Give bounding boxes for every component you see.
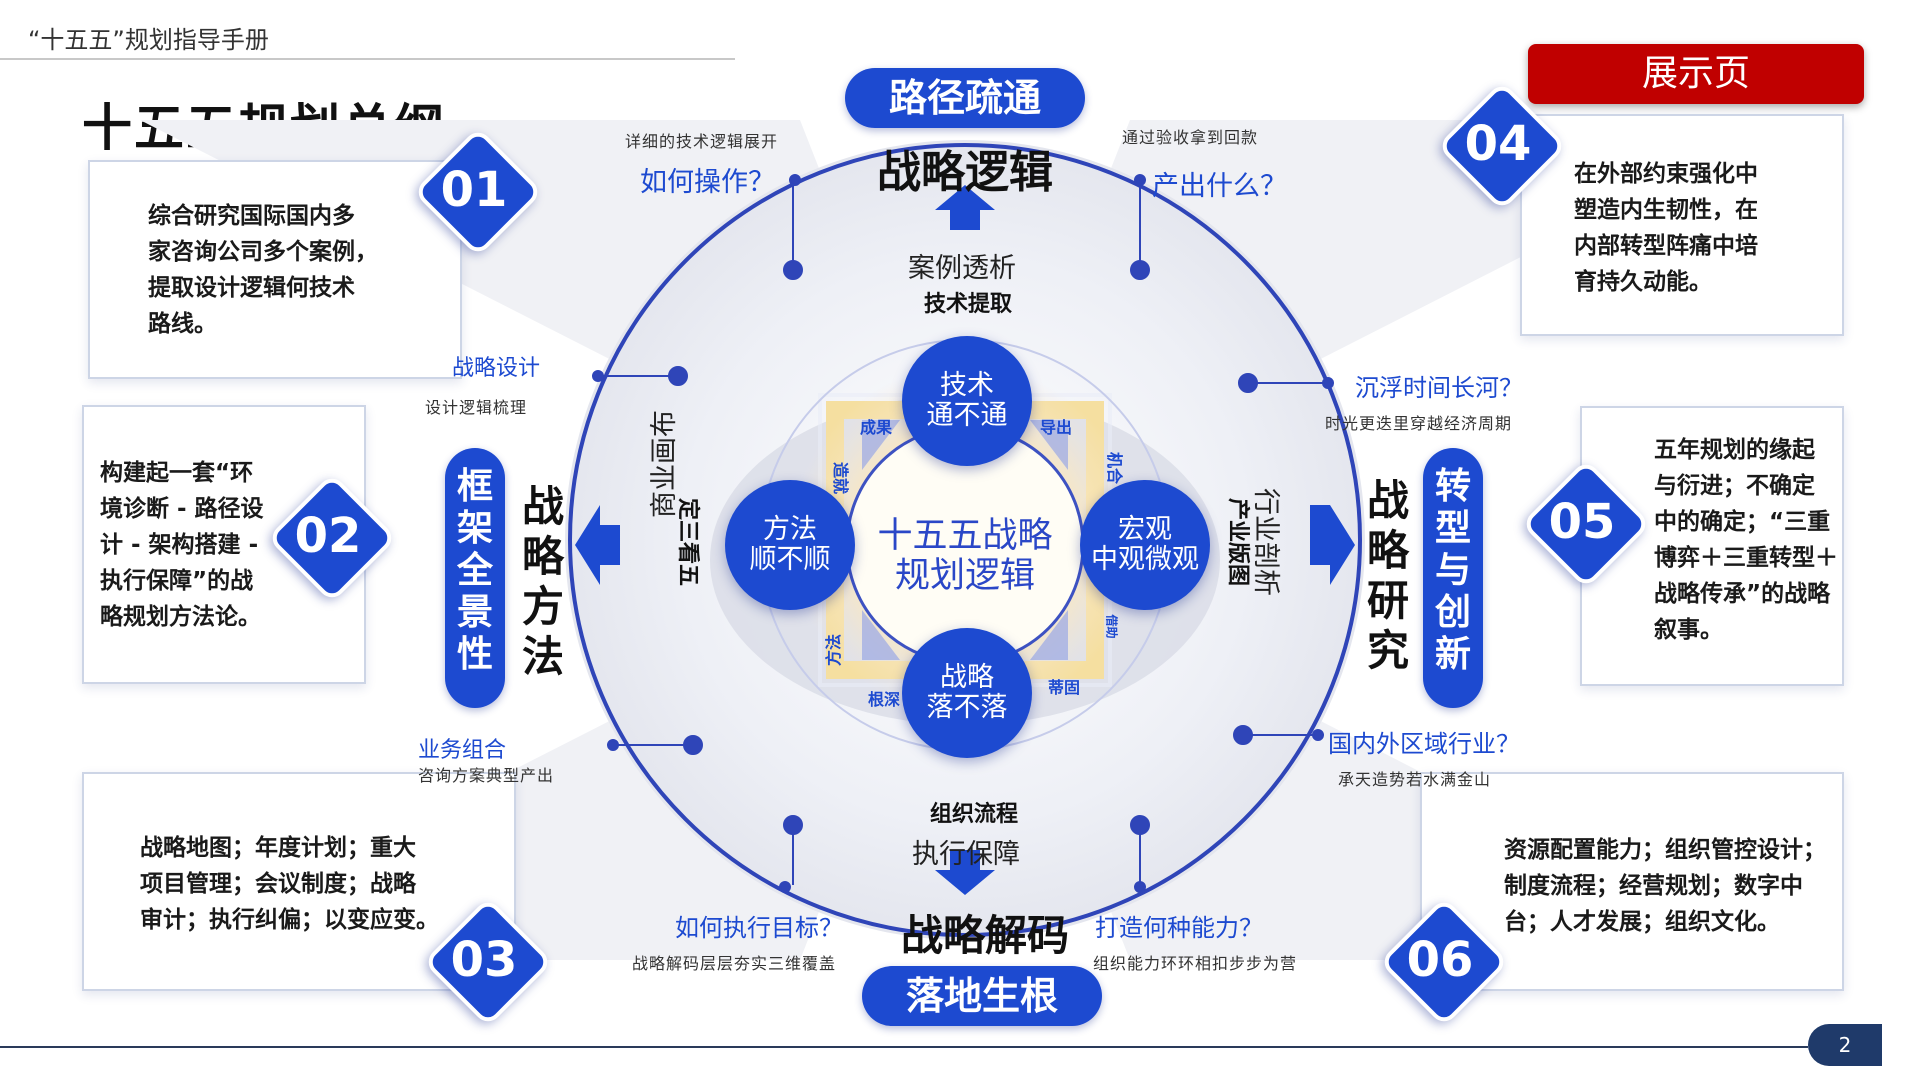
panel-03-text: 战略地图；年度计划；重大项目管理；会议制度；战略 审计；执行纠偏；以变应变。: [140, 835, 439, 933]
arrow-down: [935, 850, 995, 895]
label-jiezhu: 借助: [1104, 614, 1119, 639]
panel-05-text: 五年规划的缘起与衍进；不确定 中的确定；“三重博弈＋三重转型＋ 战略传承”的战略…: [1654, 437, 1838, 643]
label-digu: 蒂固: [1048, 678, 1081, 697]
center-title: 十五五战略规划逻辑: [877, 516, 1053, 596]
page-number: 2: [1808, 1024, 1882, 1066]
label-fangfa: 方法: [824, 633, 844, 667]
node-right: 宏观中观微观: [1080, 480, 1210, 610]
panel-02-text: 构建起一套“环境诊断 - 路径设 计 - 架构搭建 -执行保障”的战 略规划方法…: [100, 460, 264, 630]
bottom-left-question: 如何执行目标？: [675, 914, 843, 942]
top-left-question: 如何操作？: [640, 167, 775, 198]
top-ring-line2: 技术提取: [924, 292, 1013, 317]
top-right-note: 通过验收拿到回款: [1122, 128, 1259, 147]
badge-03-number: 03: [450, 932, 518, 988]
right-lower-note: 承天造势若水满金山: [1338, 770, 1492, 789]
arrow-left: [575, 505, 620, 585]
right-upper-note: 时光更迭里穿越经济周期: [1325, 414, 1513, 433]
top-pill: 路径疏通: [845, 68, 1085, 128]
bottom-ring-line1: 组织流程: [930, 802, 1019, 827]
badge-04-number: 04: [1464, 116, 1532, 172]
node-bottom: 战略落不落: [902, 628, 1032, 758]
bottom-heading: 战略解码: [900, 911, 1069, 960]
left-ring-b: 定三看五: [672, 498, 702, 586]
right-ring-b: 产业版图: [1222, 498, 1252, 586]
bottom-left-note: 战略解码层层夯实三维覆盖: [632, 954, 837, 973]
label-genshen: 根深: [868, 690, 901, 709]
arrow-up: [935, 185, 995, 230]
right-ring-a: 行业剖析: [1250, 488, 1281, 596]
panel-04: 在外部约束强化中塑造内生韧性，在 内部转型阵痛中培育持久动能。: [1520, 114, 1844, 336]
node-top: 技术通不通: [902, 336, 1032, 466]
badge-05-number: 05: [1548, 494, 1616, 550]
node-left: 方法顺不顺: [725, 480, 855, 610]
left-lower-note: 咨询方案典型产出: [418, 766, 555, 785]
label-chengguo: 成果: [860, 418, 893, 437]
badge-02-number: 02: [294, 508, 362, 564]
panel-06-text: 资源配置能力；组织管控设计；制度流程；经营规划；数字中 台；人才发展；组织文化。: [1504, 837, 1826, 935]
panel-04-text: 在外部约束强化中塑造内生韧性，在 内部转型阵痛中培育持久动能。: [1574, 161, 1758, 295]
label-zaojiu: 造就: [831, 461, 851, 495]
bottom-right-question: 打造何种能力？: [1095, 914, 1263, 942]
show-page-badge: 展示页: [1528, 44, 1864, 104]
left-vertical-pill: 框架全景性: [445, 448, 505, 708]
bottom-right-note: 组织能力环环相扣步步为营: [1093, 954, 1298, 973]
label-jihe: 机合: [1105, 451, 1125, 485]
left-upper-note: 设计逻辑梳理: [425, 398, 528, 417]
left-upper-question: 战略设计: [452, 356, 541, 381]
arrow-right: [1310, 505, 1355, 585]
manual-title: “十五五”规划指导手册: [28, 26, 269, 54]
footer-divider: [0, 1046, 1808, 1048]
bottom-pill: 落地生根: [862, 966, 1102, 1026]
right-upper-question: 沉浮时间长河？: [1355, 374, 1523, 402]
header-divider: [0, 58, 735, 60]
left-lower-question: 业务组合: [418, 738, 507, 763]
badge-01-number: 01: [440, 162, 508, 218]
right-lower-question: 国内外区域行业？: [1328, 730, 1520, 758]
top-left-note: 详细的技术逻辑展开: [625, 132, 779, 151]
top-heading: 战略逻辑: [877, 147, 1053, 198]
bottom-ring-line2: 执行保障: [912, 839, 1020, 870]
right-heading: 战略研究: [1366, 476, 1409, 675]
right-vertical-pill: 转型与创新: [1423, 448, 1483, 708]
panel-01: 综合研究国际国内多家咨询公司多个案例， 提取设计逻辑何技术路线。: [88, 160, 462, 379]
panel-01-text: 综合研究国际国内多家咨询公司多个案例， 提取设计逻辑何技术路线。: [148, 203, 378, 337]
outer-ring: [568, 143, 1362, 937]
left-heading: 战略方法: [521, 482, 564, 681]
top-ring-line1: 案例透析: [908, 253, 1016, 284]
top-right-question: 产出什么？: [1152, 171, 1287, 202]
label-daochu: 导出: [1040, 418, 1073, 437]
badge-06-number: 06: [1406, 932, 1474, 988]
